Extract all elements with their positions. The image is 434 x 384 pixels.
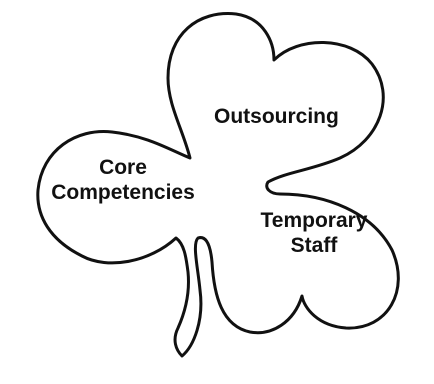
leaf-label-outsourcing: Outsourcing: [214, 104, 364, 129]
core-competencies-line-2: Competencies: [51, 181, 195, 204]
outsourcing-line-1: Outsourcing: [214, 105, 339, 128]
leaf-label-core-competencies: Core Competencies: [40, 155, 206, 205]
shamrock-shape: [36, 12, 400, 358]
temporary-staff-line-2: Staff: [290, 234, 338, 257]
leaf-label-temporary-staff: Temporary Staff: [248, 208, 380, 258]
temporary-staff-line-1: Temporary: [260, 209, 368, 232]
core-competencies-line-1: Core: [99, 156, 147, 179]
